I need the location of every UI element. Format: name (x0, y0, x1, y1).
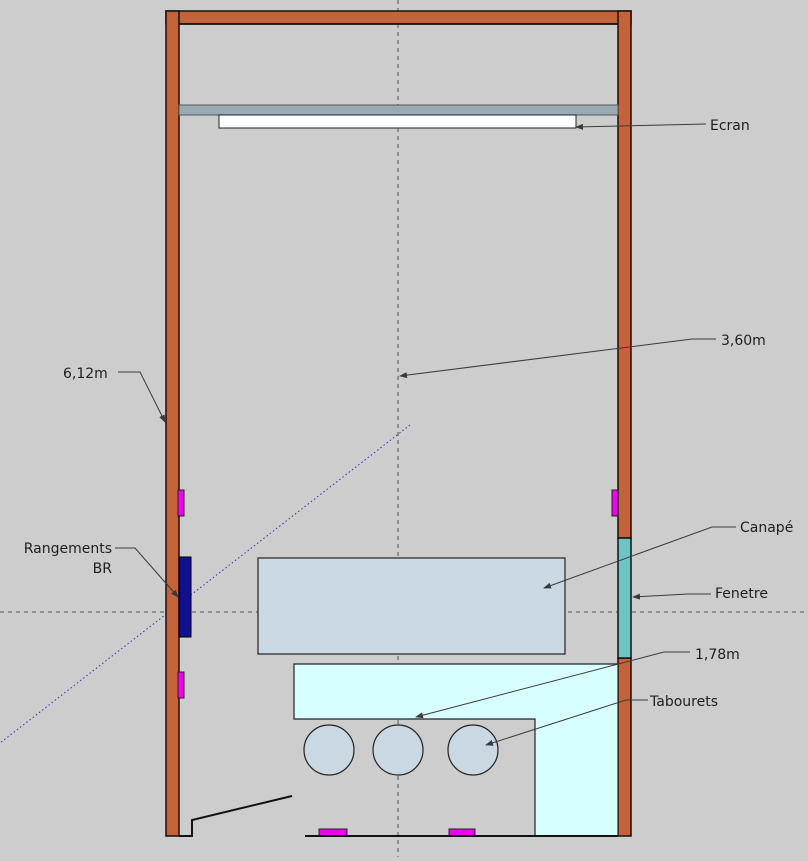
screen-frame (178, 104, 619, 116)
speaker-bottom-right (448, 828, 476, 837)
leader-sofa (543, 526, 736, 589)
stool-center (372, 724, 424, 776)
right-wall-lower (617, 657, 632, 837)
leader-length (118, 371, 166, 423)
leader-width (399, 338, 716, 379)
sofa (257, 557, 566, 655)
leader-window (632, 593, 711, 600)
label-width: 3,60m (721, 333, 766, 349)
diagonal-guide (0, 424, 411, 744)
door (179, 795, 293, 837)
speaker-bottom-left (318, 828, 348, 837)
leader-storage (115, 547, 179, 598)
label-sofa: Canapé (740, 520, 793, 536)
storage-cabinet (178, 556, 192, 638)
leader-distance (415, 651, 690, 719)
stool-left (303, 724, 355, 776)
stool-right (447, 724, 499, 776)
speaker-left-front (177, 489, 185, 517)
label-window: Fenetre (715, 586, 768, 602)
label-distance: 1,78m (695, 647, 740, 663)
label-screen: Ecran (710, 118, 750, 134)
speaker-left-rear (177, 671, 185, 699)
label-storage-line2: BR (93, 561, 113, 577)
speaker-right-front (611, 489, 619, 517)
left-wall (165, 10, 180, 837)
leader-screen (575, 123, 707, 130)
screen (218, 114, 577, 129)
label-stools: Tabourets (649, 694, 718, 710)
top-wall (165, 10, 632, 25)
leader-stools (485, 699, 648, 746)
label-length: 6,12m (63, 366, 108, 382)
window (617, 537, 632, 659)
right-wall-upper (617, 10, 632, 539)
label-storage-line1: Rangements (24, 541, 112, 557)
